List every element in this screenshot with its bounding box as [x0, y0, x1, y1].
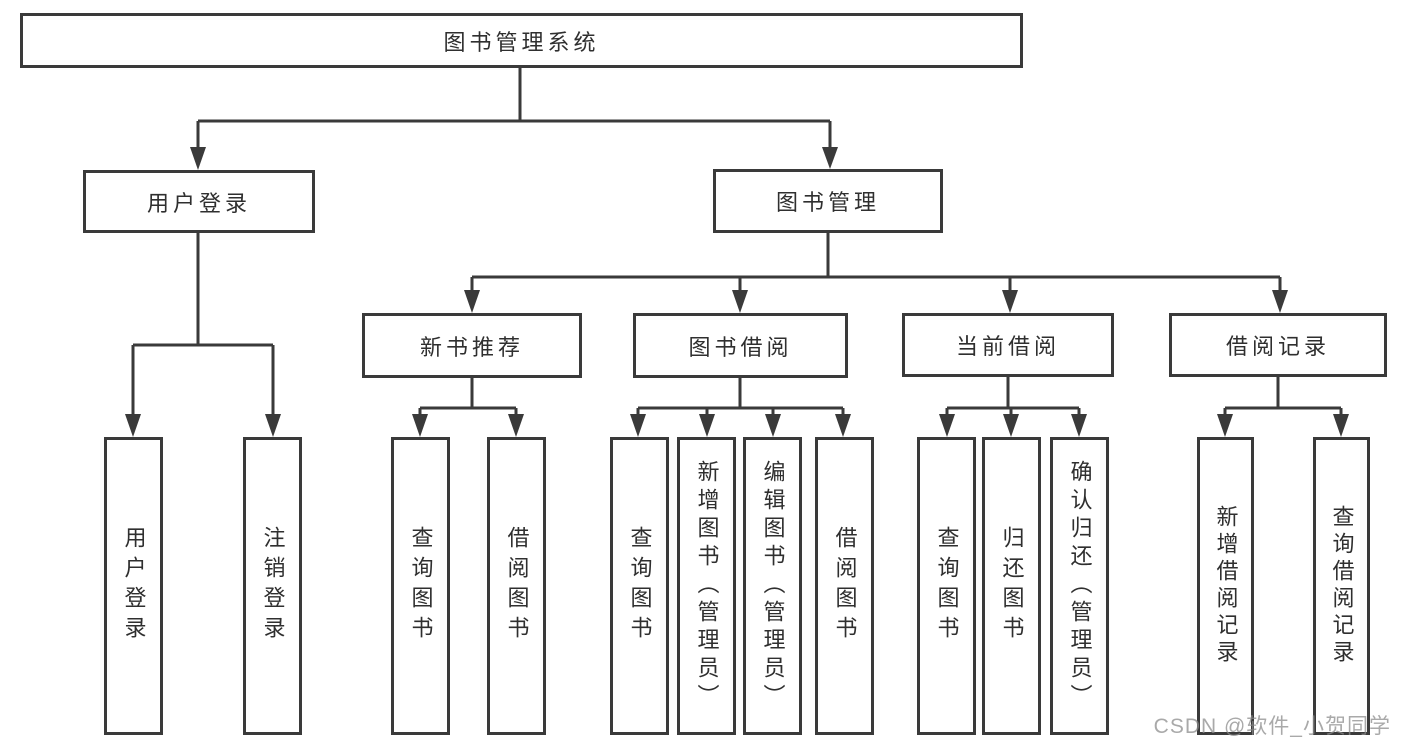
leaf-query-books: 查询图书 — [391, 437, 450, 735]
leaf-query-borrow-record: 查询借阅记录 — [1313, 437, 1370, 735]
csdn-watermark: CSDN @软件_小贺同学 — [1153, 715, 1391, 738]
node-new-book-recommendation: 新书推荐 — [362, 313, 582, 378]
leaf-borrow-books: 借阅图书 — [487, 437, 546, 735]
node-book-borrowing: 图书借阅 — [633, 313, 848, 378]
arrowhead-icons — [125, 147, 1349, 437]
leaf-add-books-admin: 新增图书（管理员） — [677, 437, 736, 735]
node-book-management: 图书管理 — [713, 169, 943, 233]
node-user-login: 用户登录 — [83, 170, 315, 233]
node-library-management-system: 图书管理系统 — [20, 13, 1023, 68]
leaf-confirm-return-admin: 确认归还（管理员） — [1050, 437, 1109, 735]
leaf-query-books: 查询图书 — [917, 437, 976, 735]
node-current-borrowing: 当前借阅 — [902, 313, 1114, 377]
leaf-user-login: 用户登录 — [104, 437, 163, 735]
leaf-return-books: 归还图书 — [982, 437, 1041, 735]
node-borrowing-records: 借阅记录 — [1169, 313, 1387, 377]
leaf-borrow-books: 借阅图书 — [815, 437, 874, 735]
leaf-logout: 注销登录 — [243, 437, 302, 735]
leaf-query-books: 查询图书 — [610, 437, 669, 735]
leaf-add-borrow-record: 新增借阅记录 — [1197, 437, 1254, 735]
leaf-edit-books-admin: 编辑图书（管理员） — [743, 437, 802, 735]
